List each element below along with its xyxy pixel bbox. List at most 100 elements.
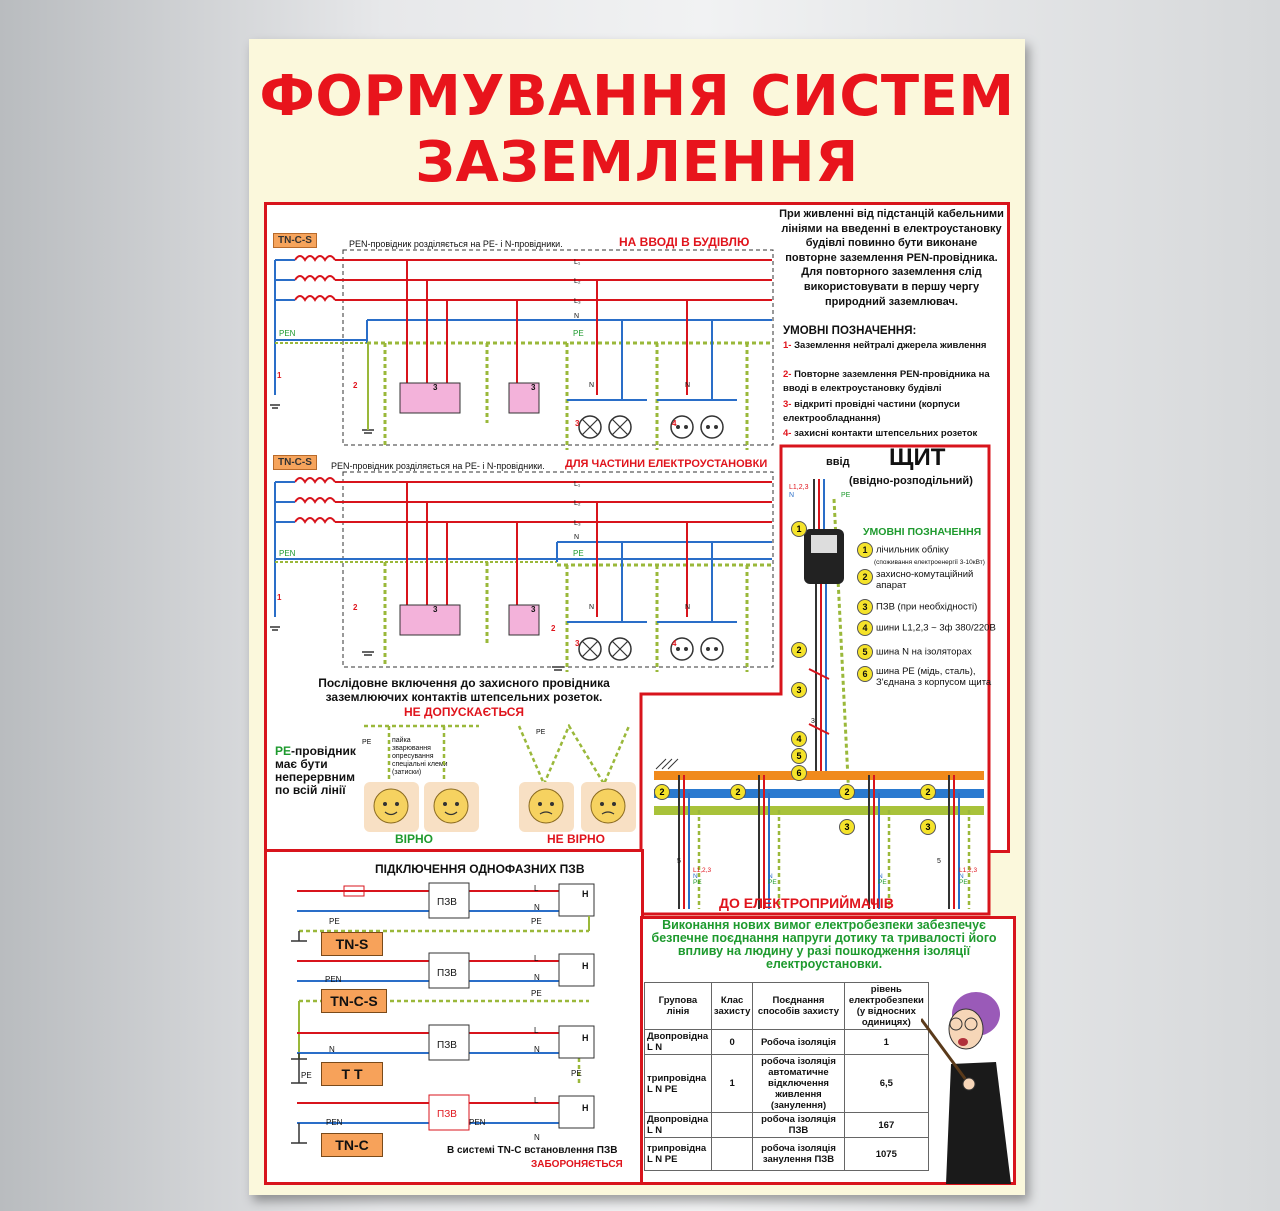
table-header-row: Групова лінія Клас захисту Поєднання спо… (644, 982, 930, 1030)
wire-label-l2: L₂ (574, 278, 581, 285)
wiring-diagram-2 (270, 471, 774, 672)
rcd-device: ПЗВ (437, 897, 457, 908)
shield-diagram (654, 479, 984, 909)
outlet-l: L1,2,3 (959, 867, 978, 874)
wire-count-label: 5 (677, 858, 681, 865)
load-label: Н (582, 1103, 589, 1113)
pe-label: PE (362, 739, 372, 746)
poster: ФОРМУВАННЯ СИСТЕМ ЗАЗЕМЛЕННЯ TN-C-S PEN-… (249, 39, 1025, 1195)
table-header-cell: Поєднання способів захисту (752, 982, 845, 1030)
marker-circle: 2 (839, 784, 855, 800)
marker-circle: 2 (730, 784, 746, 800)
wire-pe: PE (531, 917, 542, 926)
wire-n: N (534, 903, 540, 912)
system-tag: TN-C-S (273, 455, 317, 470)
marker-2: 2 (353, 603, 358, 612)
outlet-pe: PE (959, 879, 968, 886)
system-tag-tt: T T (321, 1062, 383, 1086)
table-cell: робоча ізоляція автоматичне відключення … (752, 1054, 845, 1113)
wire-label-l1: L₁ (574, 259, 581, 266)
legend-item: 1- Заземлення нейтралі джерела живлення (783, 340, 987, 351)
wire-l: L (534, 1096, 539, 1105)
wire-l: L (534, 1026, 539, 1035)
load-label: Н (582, 961, 589, 971)
wire-n: N (329, 1045, 335, 1054)
wire-n: N (534, 1133, 540, 1142)
label-correct: ВІРНО (395, 832, 434, 846)
marker-3: 3 (433, 383, 438, 392)
socket-n-label: N (589, 382, 595, 389)
wire-label-l1: L₁ (574, 481, 581, 488)
outlet-pe: PE (768, 879, 777, 886)
wire-label-l3: L₃ (574, 520, 581, 527)
wire-pen: PEN (326, 1118, 343, 1127)
wire-label-pe: PE (573, 549, 584, 558)
wire-label-n: N (574, 313, 580, 320)
wire-pe: PE (329, 917, 340, 926)
wiring-diagram-1 (270, 249, 774, 450)
info-legend-title: УМОВНІ ПОЗНАЧЕННЯ: (783, 325, 917, 337)
table-row: трипровідна L N PE 1 робоча ізоляція авт… (644, 1054, 930, 1113)
table-header-cell: рівень електробезпеки (у відносних одини… (843, 982, 930, 1030)
diagram-heading: НА ВВОДІ В БУДІВЛЮ (619, 235, 750, 249)
table-cell (710, 1137, 754, 1171)
wire-count-label: 3 (811, 718, 815, 725)
shield-n: N (789, 492, 795, 499)
table-cell: 6,5 (843, 1054, 930, 1113)
wire-pe: PE (531, 989, 542, 998)
bus-number: 5 (791, 748, 807, 764)
pe-label: PE (536, 729, 546, 736)
wire-n: N (534, 973, 540, 982)
table-cell: 1 (710, 1054, 754, 1113)
wire-n: N (534, 1045, 540, 1054)
socket-n-label: N (685, 604, 691, 611)
info-paragraph: При живленні від підстанцій кабельними л… (779, 208, 1004, 308)
table-cell: робоча ізоляція ПЗВ (752, 1112, 845, 1138)
wire-label-pen: PEN (279, 549, 296, 558)
rcd-device: ПЗВ (437, 1109, 457, 1120)
socket-n-label: N (685, 382, 691, 389)
marker-3: 3 (531, 605, 536, 614)
marker-1: 1 (277, 371, 282, 380)
wire-pe: PE (301, 1071, 312, 1080)
shield-bottom-label: ДО ЕЛЕКТРОПРИЙМАЧІВ (719, 895, 894, 911)
marker-1: 1 (277, 593, 282, 602)
legend-item: 3- відкриті провідні частини (корпуси ел… (783, 399, 960, 424)
outlet-n: N (768, 873, 773, 880)
legend-item: 2- Повторне заземлення PEN-провідника на… (783, 369, 990, 394)
rcd-device: ПЗВ (437, 968, 457, 979)
table-cell: Двопровідна L N (644, 1112, 712, 1138)
marker-circle: 2 (920, 784, 936, 800)
wire-pen: PEN (325, 975, 342, 984)
diagram-caption: PEN-провідник розділяється на PE- і N-пр… (349, 239, 563, 249)
shield-subtitle: (ввідно-розподільний) (849, 475, 973, 487)
marker-3: 3 (531, 383, 536, 392)
outlet-n: N (959, 873, 964, 880)
marker-3: 3 (575, 419, 580, 428)
rcd-note-line1: В системі TN-C встановлення ПЗВ (447, 1145, 618, 1156)
table-header-cell: Клас захисту (710, 982, 754, 1030)
wire-pe: PE (571, 1069, 582, 1078)
socket-n-label: N (589, 604, 595, 611)
pe-continuity-note: PE-провідник має бути неперервним по всі… (275, 744, 356, 797)
diagram-caption: PEN-провідник розділяється на PE- і N-пр… (331, 461, 545, 471)
marker-3: 3 (575, 639, 580, 648)
wire-l: L (534, 884, 539, 893)
marker-circle: 2 (791, 642, 807, 658)
shield-pe: PE (841, 492, 851, 499)
wire-count-label: 5 (937, 858, 941, 865)
sockets-text-line2: заземлюючих контактів штепсельних розето… (325, 690, 603, 704)
table-row: Двопровідна L N робоча ізоляція ПЗВ 167 (644, 1112, 930, 1138)
poster-title-line1: ФОРМУВАННЯ СИСТЕМ (259, 64, 1015, 129)
sockets-illustration (364, 724, 636, 832)
safety-table: Групова лінія Клас захисту Поєднання спо… (644, 982, 930, 1171)
diagram-heading: ДЛЯ ЧАСТИНИ ЕЛЕКТРОУСТАНОВКИ (565, 458, 768, 470)
marker-circle: 2 (654, 784, 670, 800)
table-cell: 167 (843, 1112, 930, 1138)
load-label: Н (582, 889, 589, 899)
table-cell: 1 (843, 1029, 930, 1055)
shield-title: ЩИТ (889, 444, 946, 471)
shield-input-label: ввід (826, 456, 850, 468)
